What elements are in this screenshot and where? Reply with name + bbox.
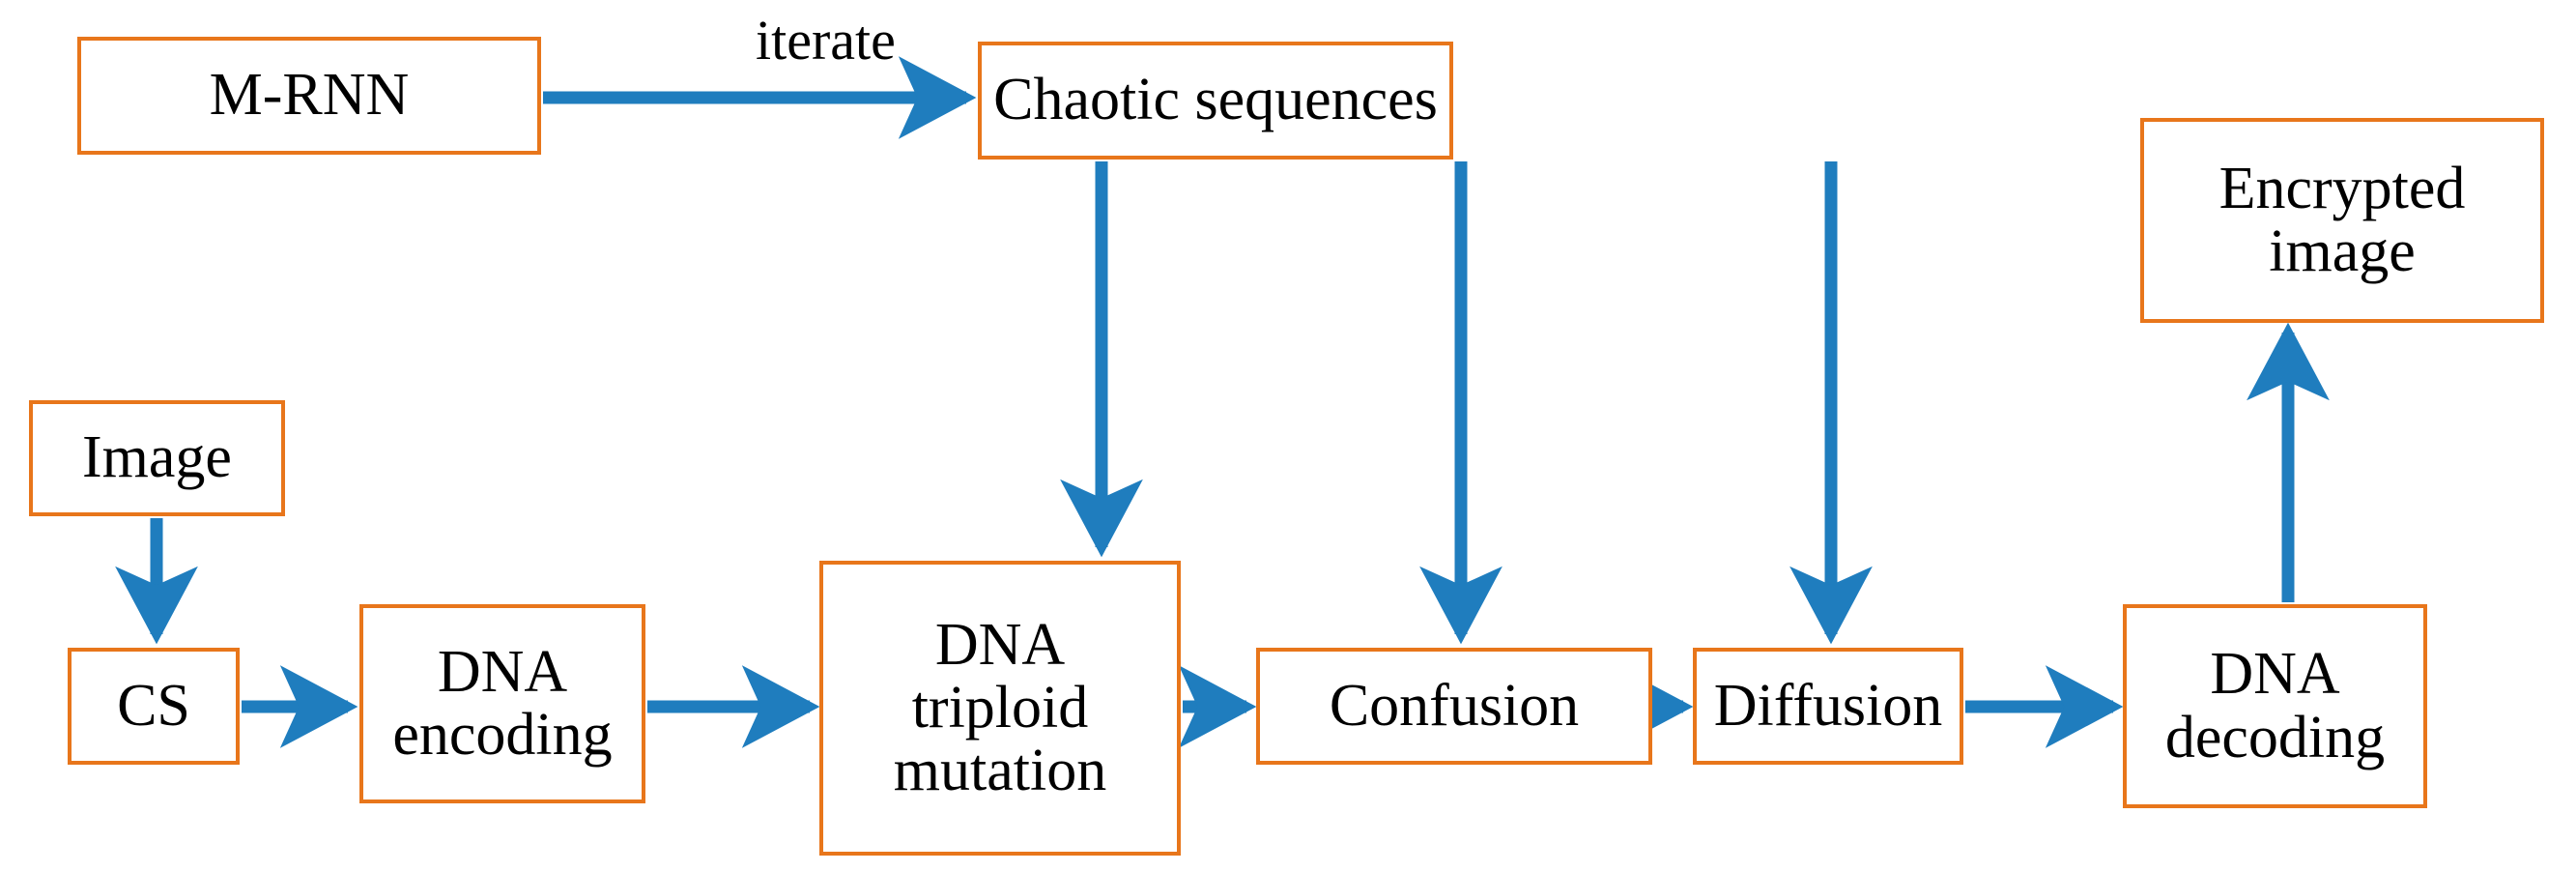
node-cs[interactable]: CS [68, 648, 240, 765]
node-dna-decoding[interactable]: DNA decoding [2123, 604, 2427, 808]
node-chaotic-sequences[interactable]: Chaotic sequences [978, 42, 1453, 160]
node-diffusion[interactable]: Diffusion [1693, 648, 1963, 765]
edge-label-iterate: iterate [756, 9, 896, 72]
node-image[interactable]: Image [29, 400, 285, 516]
node-dna-triploid-mutation[interactable]: DNA triploid mutation [819, 561, 1181, 856]
node-encrypted-image[interactable]: Encrypted image [2140, 118, 2544, 323]
node-dna-encoding[interactable]: DNA encoding [359, 604, 645, 803]
node-m-rnn[interactable]: M-RNN [77, 37, 541, 155]
node-confusion[interactable]: Confusion [1256, 648, 1652, 765]
